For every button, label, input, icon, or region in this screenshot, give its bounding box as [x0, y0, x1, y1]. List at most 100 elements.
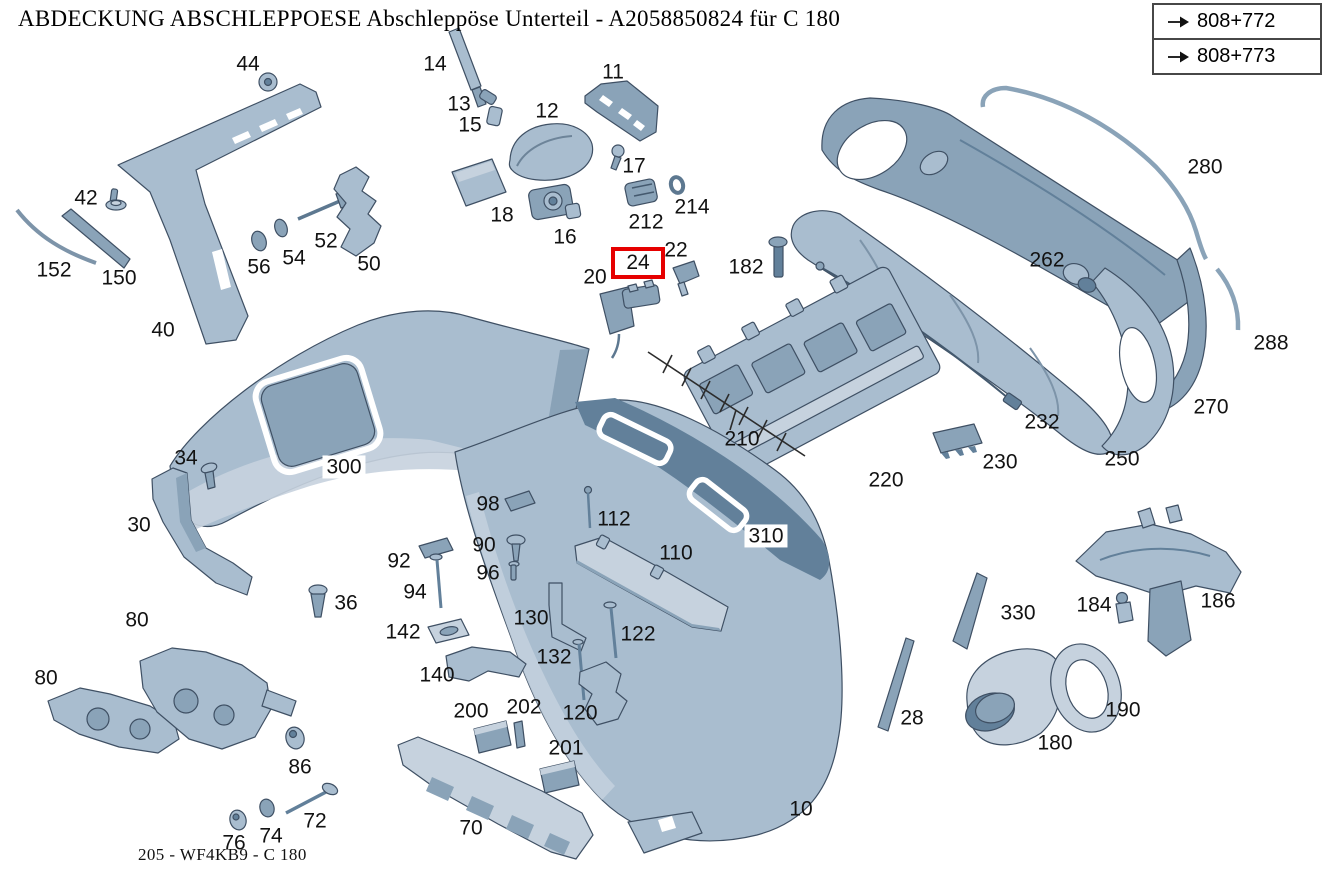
- part-label-50[interactable]: 50: [357, 252, 381, 276]
- part-label-13[interactable]: 13: [447, 92, 471, 116]
- part-200-shape[interactable]: [473, 720, 512, 754]
- part-280-shape[interactable]: [980, 85, 1208, 261]
- part-310-shape[interactable]: [596, 411, 750, 534]
- part-110-shape[interactable]: [574, 534, 729, 632]
- part-label-200[interactable]: 200: [453, 699, 489, 723]
- part-label-152[interactable]: 152: [36, 258, 72, 282]
- part-90-shape[interactable]: [506, 534, 526, 562]
- part-label-86[interactable]: 86: [288, 755, 312, 779]
- part-184-shape[interactable]: [1115, 591, 1134, 624]
- part-label-72[interactable]: 72: [303, 809, 327, 833]
- part-14-shape[interactable]: [448, 27, 487, 108]
- part-label-184[interactable]: 184: [1076, 593, 1112, 617]
- part-11-shape[interactable]: [584, 80, 659, 142]
- part-label-210[interactable]: 210: [724, 427, 760, 451]
- part-label-190[interactable]: 190: [1105, 698, 1141, 722]
- part-186-shape[interactable]: [1075, 504, 1242, 657]
- part-label-110[interactable]: 110: [659, 541, 693, 565]
- part-94-shape[interactable]: [429, 553, 443, 609]
- part-label-182[interactable]: 182: [728, 255, 764, 279]
- part-220-shape[interactable]: [676, 254, 943, 479]
- part-label-120[interactable]: 120: [562, 701, 598, 725]
- part-label-98[interactable]: 98: [476, 492, 500, 516]
- part-130-shape[interactable]: [548, 582, 587, 652]
- part-36-shape[interactable]: [308, 584, 328, 618]
- part-label-80[interactable]: 80: [125, 608, 149, 632]
- part-42-shape[interactable]: [105, 188, 127, 211]
- part-label-288[interactable]: 288: [1253, 331, 1289, 355]
- part-label-280[interactable]: 280: [1187, 155, 1223, 179]
- part-label-28[interactable]: 28: [900, 706, 924, 730]
- part-152-shape[interactable]: [15, 208, 97, 265]
- part-122-shape[interactable]: [603, 601, 618, 659]
- part-label-44[interactable]: 44: [236, 52, 260, 76]
- part-86-shape[interactable]: [283, 725, 306, 751]
- part-96-shape[interactable]: [508, 560, 520, 581]
- part-label-18[interactable]: 18: [490, 203, 514, 227]
- part-label-76[interactable]: 76: [222, 831, 246, 855]
- part-22-shape[interactable]: [672, 260, 700, 297]
- part-label-52[interactable]: 52: [314, 229, 338, 253]
- part-202-shape[interactable]: [513, 720, 526, 749]
- part-label-74[interactable]: 74: [259, 824, 283, 848]
- part-72-shape[interactable]: [285, 781, 339, 815]
- part-80-left-shape[interactable]: [47, 687, 180, 754]
- part-230-shape[interactable]: [932, 423, 983, 459]
- part-262-shape[interactable]: [1060, 260, 1097, 294]
- part-label-122[interactable]: 122: [620, 622, 656, 646]
- part-label-220[interactable]: 220: [868, 468, 904, 492]
- part-label-10[interactable]: 10: [789, 797, 813, 821]
- part-44-shape[interactable]: [258, 72, 278, 92]
- part-56-shape[interactable]: [249, 229, 268, 252]
- part-label-202[interactable]: 202: [506, 695, 542, 719]
- part-201-shape[interactable]: [539, 760, 580, 794]
- part-label-16[interactable]: 16: [553, 225, 577, 249]
- part-28-shape[interactable]: [877, 637, 915, 732]
- part-80-right-shape[interactable]: [139, 647, 297, 750]
- part-label-212[interactable]: 212: [628, 210, 664, 234]
- part-label-17[interactable]: 17: [622, 154, 646, 178]
- part-label-56[interactable]: 56: [247, 255, 271, 279]
- part-label-186[interactable]: 186: [1200, 589, 1236, 613]
- part-label-22[interactable]: 22: [664, 238, 688, 262]
- part-74-shape[interactable]: [258, 797, 276, 818]
- part-label-262[interactable]: 262: [1029, 248, 1065, 272]
- part-label-310[interactable]: 310: [744, 524, 788, 548]
- part-label-132[interactable]: 132: [536, 645, 572, 669]
- part-15-shape[interactable]: [486, 105, 503, 127]
- part-190-shape[interactable]: [1040, 635, 1132, 742]
- highlighted-part-label[interactable]: 24: [611, 247, 665, 279]
- part-label-80[interactable]: 80: [34, 666, 58, 690]
- part-label-11[interactable]: 11: [602, 60, 624, 84]
- part-76-shape[interactable]: [228, 808, 249, 831]
- part-112-shape[interactable]: [583, 485, 593, 529]
- part-label-232[interactable]: 232: [1024, 410, 1060, 434]
- part-182-shape[interactable]: [768, 236, 788, 278]
- part-17-shape[interactable]: [610, 144, 625, 171]
- part-label-142[interactable]: 142: [385, 620, 421, 644]
- part-label-36[interactable]: 36: [334, 591, 358, 615]
- part-12-shape[interactable]: [508, 123, 594, 181]
- part-92-shape[interactable]: [418, 537, 454, 559]
- part-label-112[interactable]: 112: [597, 507, 631, 531]
- part-98-shape[interactable]: [504, 490, 536, 512]
- part-label-90[interactable]: 90: [472, 533, 496, 557]
- part-13-shape[interactable]: [479, 89, 498, 106]
- part-label-330[interactable]: 330: [1000, 601, 1036, 625]
- part-label-270[interactable]: 270: [1193, 395, 1229, 419]
- part-label-214[interactable]: 214: [674, 195, 710, 219]
- part-label-14[interactable]: 14: [423, 52, 447, 76]
- part-30-shape[interactable]: [151, 467, 253, 596]
- part-label-70[interactable]: 70: [459, 816, 483, 840]
- part-150-shape[interactable]: [61, 208, 131, 269]
- part-70-shape[interactable]: [397, 736, 594, 860]
- part-16-shape[interactable]: [528, 183, 582, 221]
- part-120-shape[interactable]: [578, 661, 628, 726]
- part-label-150[interactable]: 150: [101, 266, 137, 290]
- part-50-shape[interactable]: [333, 166, 382, 257]
- part-label-250[interactable]: 250: [1104, 447, 1140, 471]
- part-40-shape[interactable]: [117, 83, 322, 345]
- part-label-180[interactable]: 180: [1037, 731, 1073, 755]
- part-250-shape[interactable]: [1091, 267, 1175, 456]
- part-54-shape[interactable]: [273, 218, 290, 239]
